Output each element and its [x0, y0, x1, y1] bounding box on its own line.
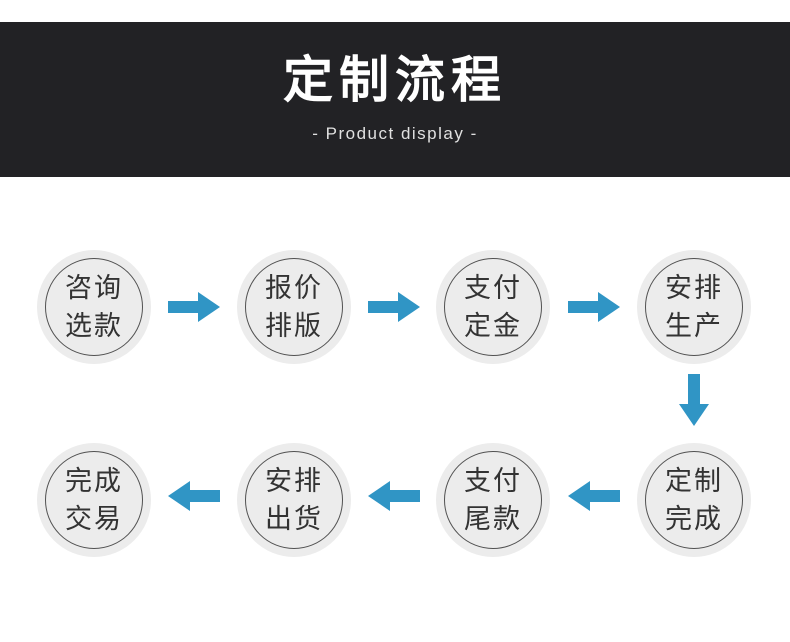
circle-ring	[444, 258, 542, 356]
flow-step-label: 咨询 选款	[65, 273, 123, 341]
flow-step-label: 支付 尾款	[464, 466, 522, 534]
header-banner: 定制流程 - Product display -	[0, 22, 790, 177]
flow-step-consult-select: 咨询 选款	[37, 250, 151, 364]
flow-step-label: 安排 出货	[265, 466, 323, 534]
arrow-left-icon	[168, 481, 220, 511]
flow-step-arrange-production: 安排 生产	[637, 250, 751, 364]
circle-ring	[645, 451, 743, 549]
circle-ring	[245, 258, 343, 356]
flow-step-label: 定制 完成	[665, 466, 723, 534]
arrow-right-icon	[168, 292, 220, 322]
arrow-down-icon	[679, 374, 709, 426]
arrow-right-icon	[568, 292, 620, 322]
flow-step-label: 完成 交易	[65, 466, 123, 534]
page-subtitle: - Product display -	[312, 123, 478, 143]
flow-step-pay-deposit: 支付 定金	[436, 250, 550, 364]
flow-step-label: 支付 定金	[464, 273, 522, 341]
arrow-left-icon	[368, 481, 420, 511]
arrow-left-icon	[568, 481, 620, 511]
circle-ring	[645, 258, 743, 356]
flow-step-label: 报价 排版	[265, 273, 323, 341]
flow-step-complete-transaction: 完成 交易	[37, 443, 151, 557]
flow-step-customization-complete: 定制 完成	[637, 443, 751, 557]
circle-ring	[245, 451, 343, 549]
page-title: 定制流程	[283, 51, 507, 108]
circle-ring	[444, 451, 542, 549]
circle-ring	[45, 451, 143, 549]
circle-ring	[45, 258, 143, 356]
flow-step-quote-layout: 报价 排版	[237, 250, 351, 364]
flow-step-pay-balance: 支付 尾款	[436, 443, 550, 557]
flow-step-arrange-shipment: 安排 出货	[237, 443, 351, 557]
arrow-right-icon	[368, 292, 420, 322]
flow-step-label: 安排 生产	[665, 273, 723, 341]
